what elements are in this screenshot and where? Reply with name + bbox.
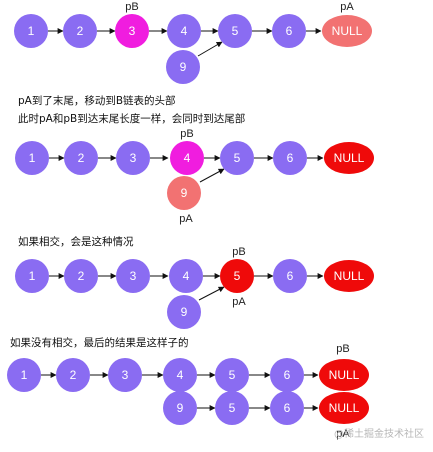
pointer-pA: pA [340,1,354,13]
pointer-pB: pB [336,343,349,355]
node-label: 2 [78,269,85,283]
node: 5 [215,358,249,392]
node: 6 [270,358,304,392]
pointer-pA: pA [232,296,246,308]
node: 2 [63,14,97,48]
pointer-pA: pA [336,428,350,440]
node-intersection: 5 [220,259,254,293]
pointer-pA: pA [179,213,193,225]
node-label: 5 [234,151,241,165]
node-label: 5 [232,24,239,38]
null-node: NULL [319,392,369,424]
node-label: 4 [181,24,188,38]
node-label: 2 [77,24,84,38]
node: 5 [215,391,249,425]
node: 1 [15,259,49,293]
node-label: 1 [21,368,28,382]
node-label: 4 [183,269,190,283]
edge [199,168,225,183]
node-label: 3 [129,24,136,38]
null-label: NULL [329,368,360,382]
null-label: NULL [334,151,365,165]
node-label: 3 [130,269,137,283]
edges-1 [48,28,322,57]
pointer-pB: pB [125,1,138,13]
null-node: NULL [324,260,374,292]
node: 5 [218,14,252,48]
watermark: @稀土掘金技术社区 [334,427,424,440]
caption-4: 如果没有相交，最后的结果是这样子的 [10,336,189,349]
node: 4 [167,14,201,48]
node-label: 6 [287,269,294,283]
null-node: NULL [324,142,374,174]
caption-2: 此时pA和pB到达末尾长度一样，会同时到达尾部 [18,112,245,125]
node: 6 [272,14,306,48]
node: 3 [116,141,150,175]
node: 2 [64,141,98,175]
node-label: 5 [229,368,236,382]
node: 6 [273,141,307,175]
node-label: 2 [78,151,85,165]
diagram-1: 1 2 3 4 5 6 NULL 9 pB pA [14,1,372,84]
null-label: NULL [334,269,365,283]
node-label: 1 [29,151,36,165]
node: 3 [116,259,150,293]
node-label: 6 [286,24,293,38]
node-label: 3 [130,151,137,165]
node: 9 [166,50,200,84]
node: 6 [270,391,304,425]
node-label: 9 [181,305,188,319]
node-label: 9 [181,186,188,200]
node-label: 6 [284,401,291,415]
node: 3 [108,358,142,392]
null-node: NULL [322,15,372,47]
node: 9 [167,295,201,329]
pointer-pB: pB [232,246,245,258]
edges-2 [49,155,324,183]
diagram-2: 1 2 3 4 5 6 NULL 9 pB pA [15,128,374,225]
node-label: 1 [28,24,35,38]
caption-3: 如果相交，会是这种情况 [18,235,134,248]
node: 6 [273,259,307,293]
null-node: NULL [319,359,369,391]
node: 1 [14,14,48,48]
diagram-4: 1 2 3 4 5 6 NULL 9 5 6 NULL pB pA [7,343,369,440]
node-label: 6 [284,368,291,382]
null-label: NULL [332,24,363,38]
node: 2 [56,358,90,392]
node: 9 [163,391,197,425]
node-pB: 4 [170,141,204,175]
null-label: NULL [329,401,360,415]
node: 4 [163,358,197,392]
edges-4 [41,372,319,411]
node: 5 [220,141,254,175]
node: 2 [64,259,98,293]
node-label: 6 [287,151,294,165]
caption-1: pA到了末尾，移动到B链表的头部 [18,94,176,107]
edge [198,286,225,301]
diagram-3: 1 2 3 4 5 6 NULL 9 pB pA [15,246,374,329]
node-label: 1 [29,269,36,283]
edges-3 [49,273,324,301]
node: 4 [169,259,203,293]
node-label: 2 [70,368,77,382]
node-label: 3 [122,368,129,382]
node-label: 4 [184,151,191,165]
node-pB: 3 [115,14,149,48]
node: 1 [7,358,41,392]
pointer-pB: pB [180,128,193,140]
node-label: 4 [177,368,184,382]
node: 1 [15,141,49,175]
node-pA: 9 [167,176,201,210]
edge [197,41,223,57]
node-label: 9 [177,401,184,415]
node-label: 5 [229,401,236,415]
node-label: 9 [180,60,187,74]
node-label: 5 [234,269,241,283]
